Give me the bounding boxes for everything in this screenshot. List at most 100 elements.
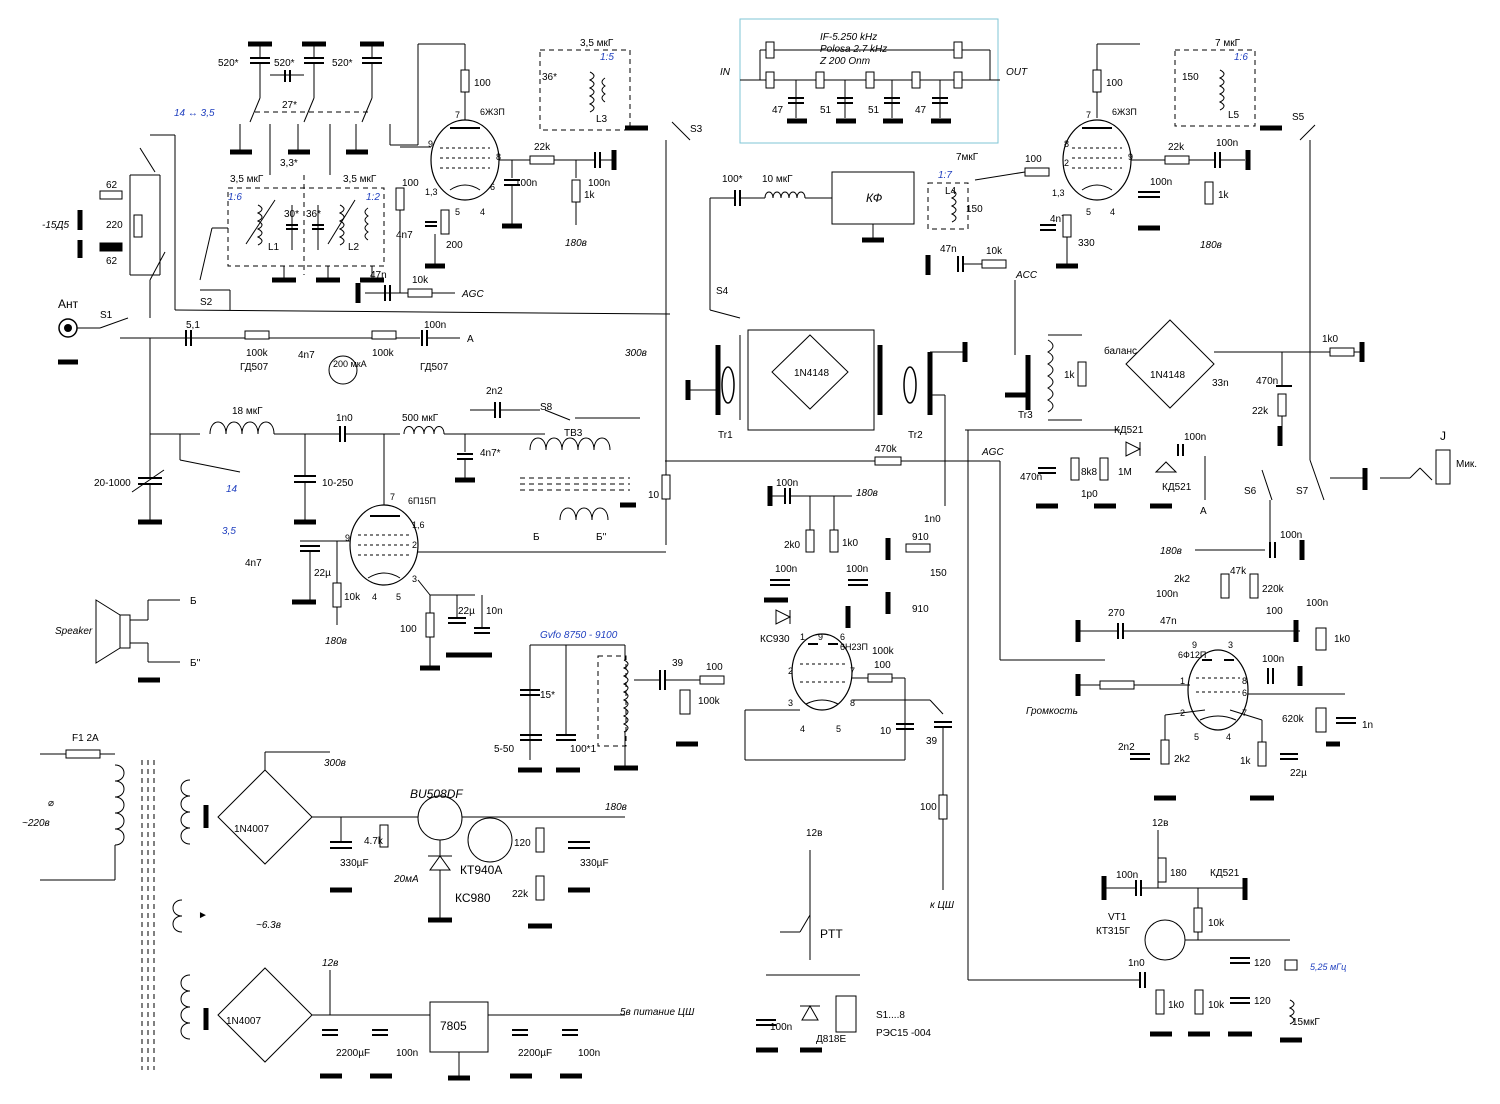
- l3-label: L3: [596, 114, 608, 125]
- svg-text:4: 4: [480, 207, 485, 217]
- svg-text:4: 4: [800, 724, 805, 734]
- speaker-b-plus: Б: [190, 596, 197, 607]
- r220k-label: 220k: [1262, 584, 1285, 595]
- svg-text:9: 9: [818, 632, 823, 642]
- svg-text:7: 7: [1242, 708, 1247, 718]
- c1n-label: 1n: [1362, 720, 1373, 731]
- c10n-label: 10n: [486, 606, 503, 617]
- c2200-a-label: 2200µF: [336, 1048, 370, 1059]
- l4-label: L4: [945, 186, 957, 197]
- tr2-label: Tr2: [908, 430, 923, 441]
- c2n2-a-label: 2n2: [486, 386, 503, 397]
- svg-text:5: 5: [455, 207, 460, 217]
- if-cap-2: 51: [820, 105, 832, 116]
- svg-text:1,6: 1,6: [412, 520, 425, 530]
- c100n-m-label: 100n: [1262, 654, 1284, 665]
- power-supply: F1 2A ⌀ ~220в 1N4007 300в 330µF 4.7k 20м…: [22, 733, 695, 1081]
- r100k-b-label: 100k: [372, 348, 395, 359]
- mains-symbol: ⌀: [48, 798, 54, 809]
- kf-label: КФ: [866, 191, 883, 205]
- c22u-c-label: 22µ: [1290, 768, 1307, 779]
- l2-label: L2: [348, 242, 360, 253]
- relay-label: S1....8: [876, 1010, 905, 1021]
- r100c-label: 100: [400, 624, 417, 635]
- c1p0-label: 1p0: [1081, 489, 1098, 500]
- kd521-a: КД521: [1114, 425, 1144, 436]
- c33-label: 3,3*: [280, 158, 298, 169]
- r1k0-a-label: 1k0: [1322, 334, 1339, 345]
- if-filter-block: IF-5.250 kHz Polosa 2.7 kHz Z 200 Onm IN…: [720, 18, 1028, 144]
- mixer2-diodes: 1N4148: [1150, 370, 1185, 381]
- relay-type: РЭС15 -004: [876, 1028, 931, 1039]
- c36a-label: 36*: [306, 209, 321, 220]
- svg-text:4: 4: [1226, 732, 1231, 742]
- c10p-label: 10: [880, 726, 892, 737]
- agc-label-top: AGC: [461, 289, 484, 300]
- ind35b-label: 3,5 мкГ: [343, 174, 377, 185]
- r4k7-label: 4.7k: [364, 836, 384, 847]
- mic-label: Мик.: [1456, 459, 1477, 470]
- vcc-180-e: 180в: [856, 488, 878, 499]
- svg-text:7: 7: [455, 110, 460, 120]
- agc-detector: AGC 470k 470n 8k8 1p0 1M КД521 КД521 100…: [665, 425, 1207, 661]
- r120-label: 120: [514, 838, 531, 849]
- r180-label: 180: [1170, 868, 1187, 879]
- vcc-180-a: 180в: [565, 238, 587, 249]
- svg-text:2: 2: [1064, 158, 1069, 168]
- r22k-d-label: 22k: [512, 889, 529, 900]
- r100d-label: 100: [1025, 154, 1042, 165]
- xtal-label: 5,25 мГц: [1310, 962, 1346, 972]
- c100n-q-label: 100n: [770, 1022, 792, 1033]
- r910a-label: 910: [912, 532, 929, 543]
- r100h-label: 100: [706, 662, 723, 673]
- fuse-label: F1 2A: [72, 733, 99, 744]
- mic-input: S6 S7 J Мик.: [1244, 352, 1477, 550]
- switch-s7: S7: [1296, 486, 1309, 497]
- svg-text:6: 6: [840, 632, 845, 642]
- svg-text:3: 3: [788, 698, 793, 708]
- r22k-b-label: 22k: [1168, 142, 1185, 153]
- c4n7-b-label: 4n7: [298, 350, 315, 361]
- svg-text:1,3: 1,3: [1052, 188, 1065, 198]
- c100n-b-label: 100n: [588, 178, 610, 189]
- c47n-a-label: 47n: [370, 270, 387, 281]
- vt1-type: КТ315Г: [1096, 926, 1131, 937]
- r470k-a-label: 470k: [875, 444, 898, 455]
- c33n-label: 33n: [1212, 378, 1229, 389]
- agc-label-mid: AGC: [981, 447, 1004, 458]
- r1k0-b-label: 1k0: [842, 538, 859, 549]
- svg-text:1,3: 1,3: [425, 187, 438, 197]
- tv3-label: ТВ3: [564, 428, 583, 439]
- r62a-label: 62: [106, 180, 118, 191]
- bridge1-label: 1N4007: [234, 824, 269, 835]
- r100b-label: 100: [402, 178, 419, 189]
- bu508-label: BU508DF: [410, 787, 463, 801]
- r1m-label: 1M: [1118, 467, 1132, 478]
- c470n-label: 470n: [1256, 376, 1278, 387]
- r47k-label: 47k: [1230, 566, 1247, 577]
- gd507-a: ГД507: [240, 362, 269, 373]
- ratio-l5: 1:6: [1234, 52, 1248, 63]
- r1k0-d-label: 1k0: [1168, 1000, 1185, 1011]
- r10k-a-label: 10k: [412, 275, 429, 286]
- regulator-label: 7805: [440, 1019, 467, 1033]
- switch-s8: S8: [540, 402, 553, 413]
- svg-text:►: ►: [198, 910, 208, 921]
- bfo: 12в 100n 180 КД521 VT1 КТ315Г 10k 120 12…: [967, 430, 1346, 1043]
- svg-text:8: 8: [496, 152, 501, 162]
- svg-text:J: J: [1440, 429, 1446, 443]
- svg-text:2: 2: [788, 666, 793, 676]
- r10k-e-label: 10k: [1208, 1000, 1225, 1011]
- c22u-b-label: 22µ: [458, 606, 475, 617]
- c2n2-b-label: 2n2: [1118, 742, 1135, 753]
- gvfo-label: Gvfo 8750 - 9100: [540, 630, 618, 641]
- rf-input-row: 5,1 100k ГД507 4n7 200 мкА 100k ГД507 10…: [94, 320, 671, 543]
- c100-star-label: 100*: [722, 174, 743, 185]
- r100k-d-label: 100k: [698, 696, 721, 707]
- if-cap-4: 47: [915, 105, 927, 116]
- svg-text:1: 1: [1180, 676, 1185, 686]
- l5-label: L5: [1228, 110, 1240, 121]
- antenna-input: Ант S1 62 220 62 -15Д5 S2: [42, 134, 671, 365]
- vcc-180-d: 180в: [1200, 240, 1222, 251]
- vcc-180-f: 180в: [1160, 546, 1182, 557]
